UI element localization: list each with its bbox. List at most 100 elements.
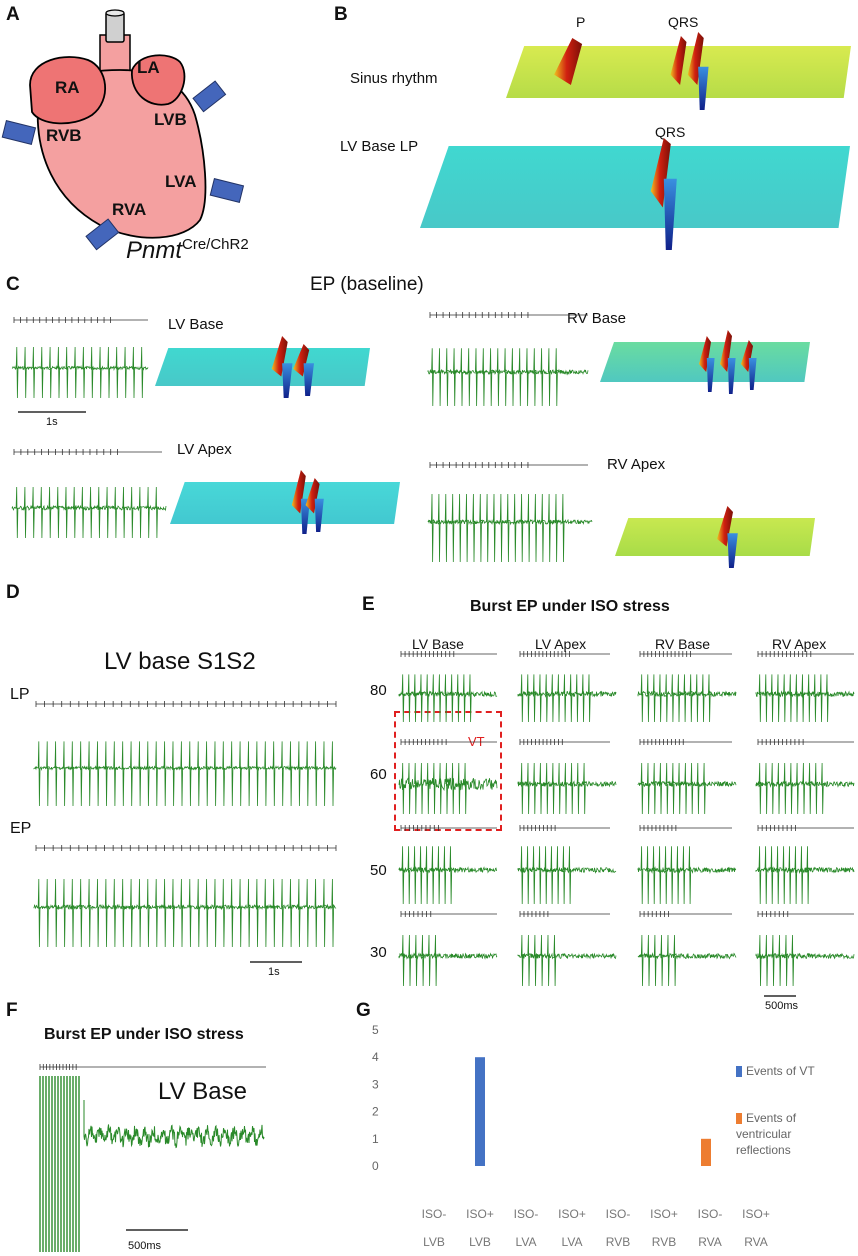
pacing-d-ep — [35, 845, 337, 851]
surface-lvbase-lp-peak-0 — [650, 138, 671, 208]
trace-e-r0-c1 — [517, 674, 617, 723]
x-tick-bottom-5: RVB — [652, 1235, 676, 1249]
trace-e-r1-c1 — [517, 762, 617, 815]
trace-d-ep — [33, 878, 337, 948]
peak-qrs-label-2: QRS — [655, 124, 686, 140]
legend-reflections-swatch — [736, 1113, 742, 1125]
surface-sinus-peak-0 — [554, 38, 583, 85]
pacing-e-r3-c1 — [519, 911, 610, 917]
pacing-e-r0-c3 — [757, 651, 854, 657]
surface-c-rvapex-plane — [615, 518, 815, 556]
x-tick-bottom-1: LVB — [469, 1235, 491, 1249]
pacing-c-rvbase — [429, 312, 588, 318]
surface-c-rvbase — [600, 330, 810, 394]
chamber-la: LA — [137, 58, 160, 77]
sinus-rhythm-label: Sinus rhythm — [350, 70, 438, 87]
y-tick-2: 2 — [372, 1105, 379, 1119]
panel-e-title: Burst EP under ISO stress — [470, 598, 670, 615]
col-lv-base: LV Base — [412, 636, 464, 652]
scale-1s-d: 1s — [268, 966, 280, 978]
pacing-e-r2-c1 — [519, 825, 610, 831]
vt-highlight-box — [394, 711, 502, 831]
surface-c-rvbase-peak-0 — [699, 336, 711, 372]
y-tick-5: 5 — [372, 1023, 379, 1037]
panel-f-title: Burst EP under ISO stress — [44, 1026, 244, 1043]
x-tick-bottom-4: RVB — [606, 1235, 630, 1249]
panel-label-g: G — [356, 1000, 371, 1021]
x-tick-top-5: ISO+ — [650, 1207, 678, 1221]
x-tick-top-6: ISO- — [698, 1207, 723, 1221]
bar-0-1 — [475, 1057, 485, 1166]
panel-label-f: F — [6, 1000, 18, 1021]
scale-500ms-f: 500ms — [128, 1240, 162, 1252]
x-tick-bottom-2: LVA — [516, 1235, 537, 1249]
trace-e-r0-c0 — [398, 674, 498, 723]
lv-base-label: LV Base — [168, 316, 224, 333]
x-tick-top-0: ISO- — [422, 1207, 447, 1221]
y-tick-4: 4 — [372, 1050, 379, 1064]
trace-e-r1-c3 — [755, 762, 855, 815]
ep-label: EP — [10, 820, 32, 837]
legend-reflections: Events of ventricular reflections — [736, 1111, 797, 1157]
trace-e-r3-c3 — [755, 934, 855, 987]
surface-c-lvbase-peak-1 — [293, 344, 310, 377]
surface-c-lvbase-trough-0 — [282, 363, 293, 398]
pacing-e-r1-c3 — [757, 739, 854, 745]
pacing-e-r1-c2 — [639, 739, 732, 745]
trace-f — [39, 1076, 265, 1252]
surface-c-lvapex-plane — [170, 482, 400, 524]
trace-c-rvapex — [427, 493, 593, 563]
chamber-lvb: LVB — [154, 110, 187, 129]
surface-c-lvapex-peak-0 — [291, 470, 306, 514]
genotype-superscript: Cre/ChR2 — [182, 236, 249, 253]
surface-sinus — [506, 32, 851, 110]
trace-c-lvbase — [11, 346, 149, 399]
pacing-e-r0-c2 — [639, 651, 732, 657]
trace-c-lvapex — [11, 486, 167, 539]
surface-c-rvbase-peak-1 — [720, 330, 732, 372]
pacing-c-rvapex — [429, 462, 588, 468]
lp-label: LP — [10, 686, 30, 703]
surface-svg — [155, 32, 851, 568]
surface-c-lvbase-peak-0 — [271, 336, 288, 377]
x-tick-top-4: ISO- — [606, 1207, 631, 1221]
chamber-lva: LVA — [165, 172, 197, 191]
surface-sinus-peak-1 — [670, 36, 687, 85]
surface-sinus-peak-2 — [687, 32, 704, 85]
surface-sinus-trough-2 — [698, 66, 709, 110]
trace-e-r2-c2 — [637, 846, 737, 905]
col-rv-apex: RV Apex — [772, 636, 827, 652]
surface-c-rvapex — [615, 506, 815, 568]
panel-d-title: LV base S1S2 — [104, 648, 256, 675]
pacing-e-r0-c1 — [519, 651, 610, 657]
pacing-e-r3-c0 — [400, 911, 497, 917]
surface-c-rvbase-trough-2 — [748, 358, 757, 390]
pacing-e-r2-c0 — [400, 825, 497, 831]
panel-label-a: A — [6, 4, 20, 25]
trace-e-r2-c1 — [517, 846, 617, 905]
pacing-c-lvbase — [13, 317, 148, 323]
chamber-rvb: RVB — [46, 126, 82, 145]
rv-apex-label: RV Apex — [607, 456, 666, 473]
pacing-e-r1-c0 — [400, 739, 497, 745]
pacing-c-lvapex — [13, 449, 162, 455]
heart-diagram — [1, 9, 245, 251]
panel-f-label: LV Base — [158, 1078, 247, 1105]
chamber-ra: RA — [55, 78, 80, 97]
panel-label-e: E — [362, 594, 375, 615]
x-tick-bottom-6: RVA — [698, 1235, 722, 1249]
lv-apex-label: LV Apex — [177, 441, 232, 458]
legend-vt-swatch — [736, 1066, 742, 1078]
y-tick-3: 3 — [372, 1077, 379, 1091]
x-tick-bottom-0: LVB — [423, 1235, 445, 1249]
surface-c-rvapex-peak-0 — [717, 506, 733, 547]
trace-e-r2-c3 — [755, 846, 855, 905]
panel-label-b: B — [334, 4, 348, 25]
chamber-rva: RVA — [112, 200, 147, 219]
surface-c-lvapex-trough-0 — [300, 498, 310, 534]
surface-lvbase-lp-trough-0 — [663, 178, 677, 250]
pacing-e-r2-c3 — [757, 825, 854, 831]
x-tick-bottom-7: RVA — [744, 1235, 768, 1249]
